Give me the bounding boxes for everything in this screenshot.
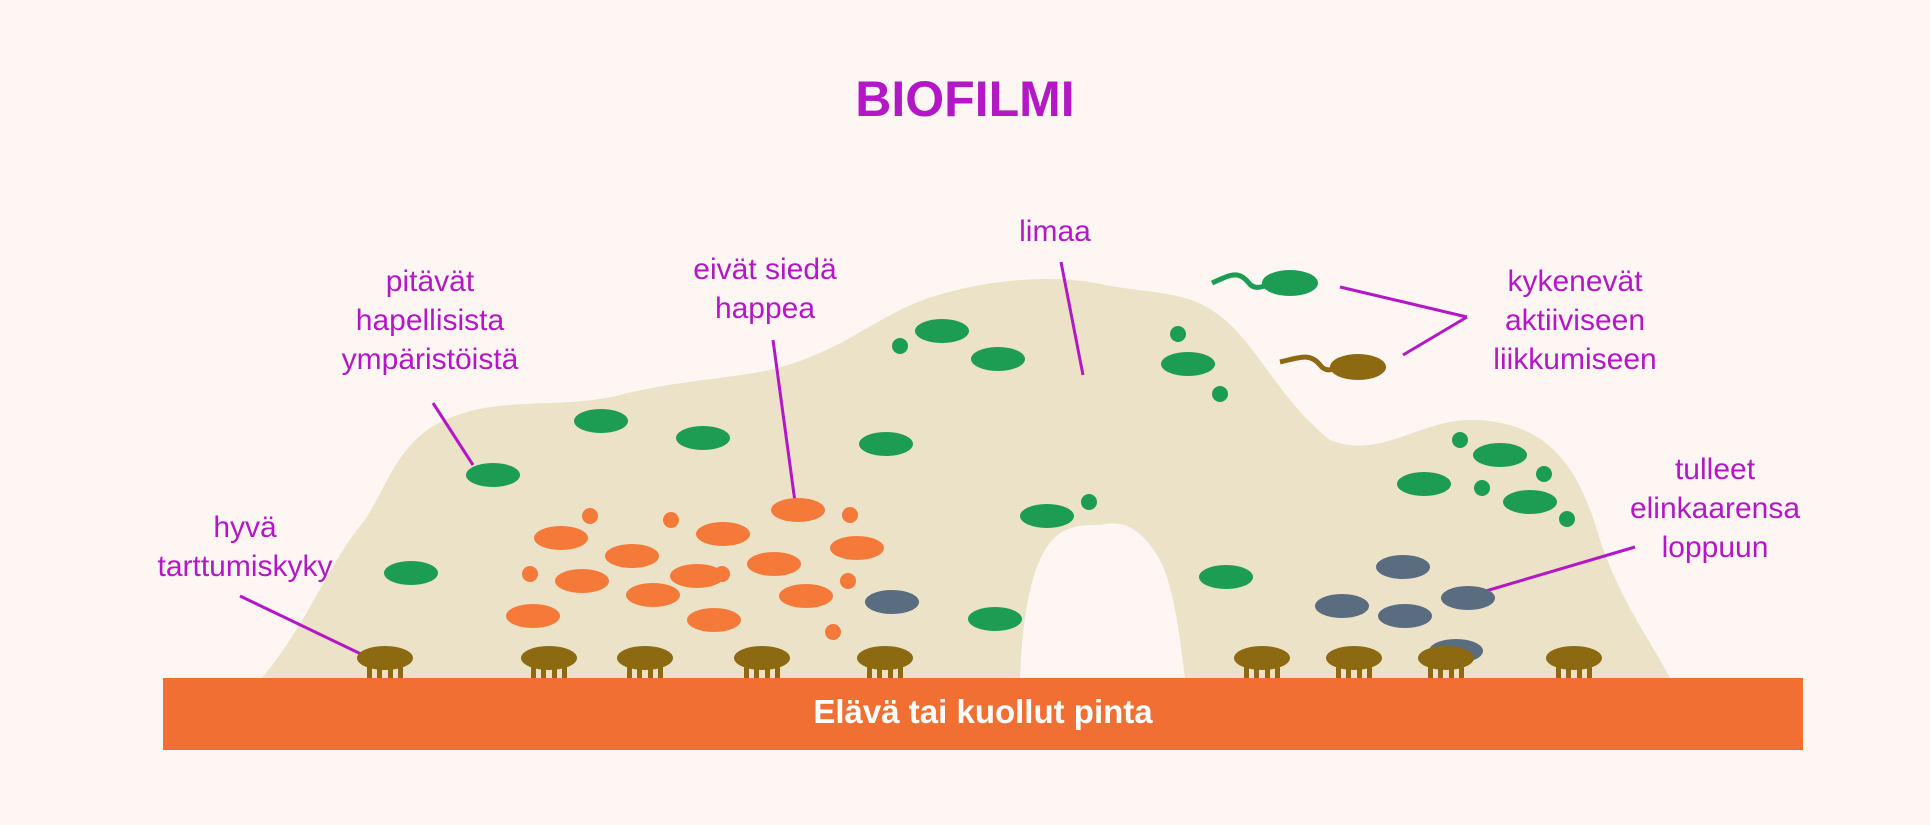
green-coccus — [1452, 432, 1468, 448]
orange-coccus — [663, 512, 679, 528]
orange-coccus — [842, 507, 858, 523]
green-bacterium — [384, 561, 438, 585]
leader-line-motile-1 — [1340, 287, 1467, 317]
orange-bacterium — [534, 526, 588, 550]
orange-bacterium — [771, 498, 825, 522]
label-slime: limaa — [985, 212, 1125, 251]
green-bacterium — [915, 319, 969, 343]
green-bacterium — [1161, 352, 1215, 376]
orange-bacterium — [555, 569, 609, 593]
orange-bacterium — [687, 608, 741, 632]
green-bacterium — [1503, 490, 1557, 514]
orange-bacterium — [605, 544, 659, 568]
label-anaerobic: eivät siedä happea — [650, 250, 880, 328]
green-bacterium — [971, 347, 1025, 371]
grey-bacterium — [865, 590, 919, 614]
label-dead: tulleet elinkaarensa loppuun — [1610, 450, 1820, 567]
green-coccus — [1474, 480, 1490, 496]
green-coccus — [1170, 326, 1186, 342]
surface-label: Elävä tai kuollut pinta — [163, 693, 1803, 731]
orange-coccus — [582, 508, 598, 524]
green-bacterium — [1199, 565, 1253, 589]
grey-bacterium — [1378, 604, 1432, 628]
orange-bacterium — [626, 583, 680, 607]
green-bacterium — [466, 463, 520, 487]
label-aerobic: pitävät hapellisista ympäristöistä — [300, 262, 560, 379]
orange-bacterium — [779, 584, 833, 608]
green-coccus — [892, 338, 908, 354]
label-adhesion: hyvä tarttumiskyky — [135, 508, 355, 586]
orange-bacterium — [506, 604, 560, 628]
grey-bacterium — [1315, 594, 1369, 618]
orange-bacterium — [830, 536, 884, 560]
brown-motile-bacterium — [1330, 354, 1386, 380]
grey-bacterium — [1376, 555, 1430, 579]
orange-coccus — [825, 624, 841, 640]
green-motile-bacterium — [1262, 270, 1318, 296]
green-bacterium — [1473, 443, 1527, 467]
green-bacterium — [1397, 472, 1451, 496]
orange-coccus — [522, 566, 538, 582]
orange-bacterium — [696, 522, 750, 546]
green-bacterium — [859, 432, 913, 456]
green-coccus — [1212, 386, 1228, 402]
green-bacterium — [1020, 504, 1074, 528]
green-coccus — [1536, 466, 1552, 482]
label-motile: kykenevät aktiiviseen liikkumiseen — [1455, 262, 1695, 379]
orange-coccus — [840, 573, 856, 589]
orange-bacterium — [747, 552, 801, 576]
green-bacterium — [968, 607, 1022, 631]
orange-coccus — [714, 566, 730, 582]
grey-bacterium — [1441, 586, 1495, 610]
green-bacterium — [676, 426, 730, 450]
green-bacterium — [574, 409, 628, 433]
green-coccus — [1559, 511, 1575, 527]
green-coccus — [1081, 494, 1097, 510]
